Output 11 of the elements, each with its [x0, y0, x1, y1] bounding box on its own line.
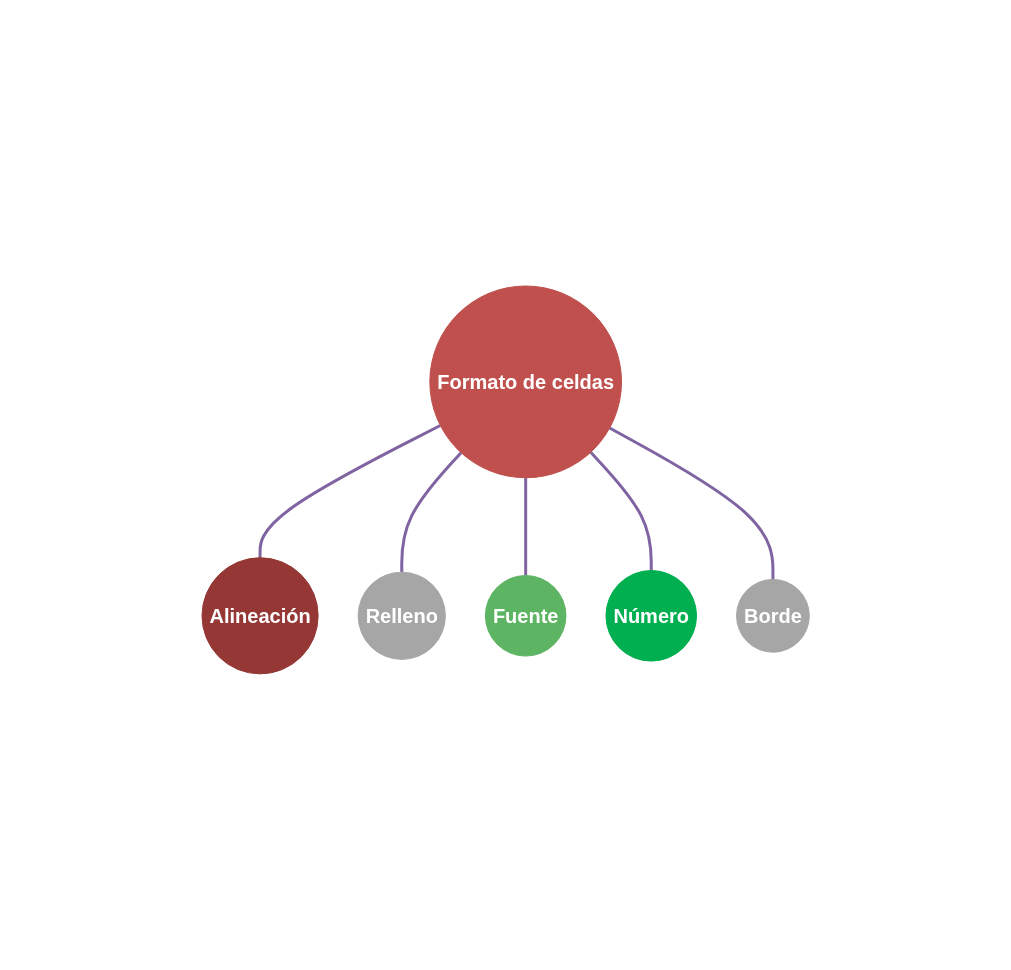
connector [258, 424, 441, 558]
node-circle: Borde [735, 578, 810, 653]
connector [608, 426, 775, 580]
connector [589, 451, 653, 571]
connector [524, 477, 527, 576]
node-circle: Alineación [201, 557, 319, 675]
connector [400, 451, 462, 573]
node-circle: Formato de celdas [429, 285, 622, 479]
node-circle: Número [605, 570, 697, 662]
node-circle: Fuente [484, 575, 567, 657]
node-circle: Relleno [357, 571, 446, 660]
